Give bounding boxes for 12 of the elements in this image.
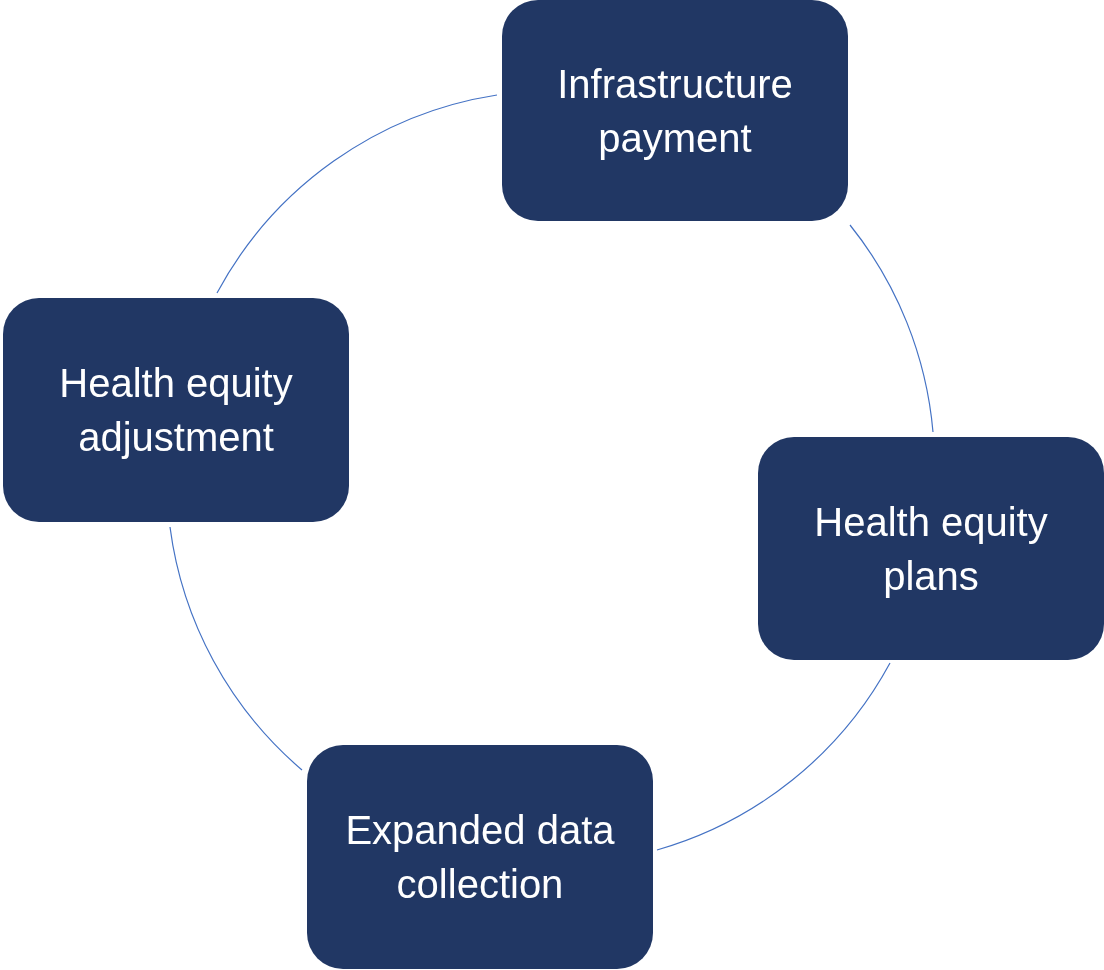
- process-box: [307, 745, 653, 969]
- node-label: Infrastructure payment: [556, 60, 794, 162]
- process-box: [3, 298, 349, 522]
- connector-arc: [169, 526, 303, 771]
- process-box: [758, 437, 1104, 660]
- process-box: [502, 0, 848, 221]
- node-label: Expanded data collection: [344, 807, 616, 908]
- node-label: Health equity plans: [813, 498, 1049, 600]
- connector-arc: [656, 662, 891, 851]
- node-label: Health equity adjustment: [58, 360, 294, 461]
- connector-arc: [849, 224, 934, 433]
- connector-arc: [216, 94, 498, 294]
